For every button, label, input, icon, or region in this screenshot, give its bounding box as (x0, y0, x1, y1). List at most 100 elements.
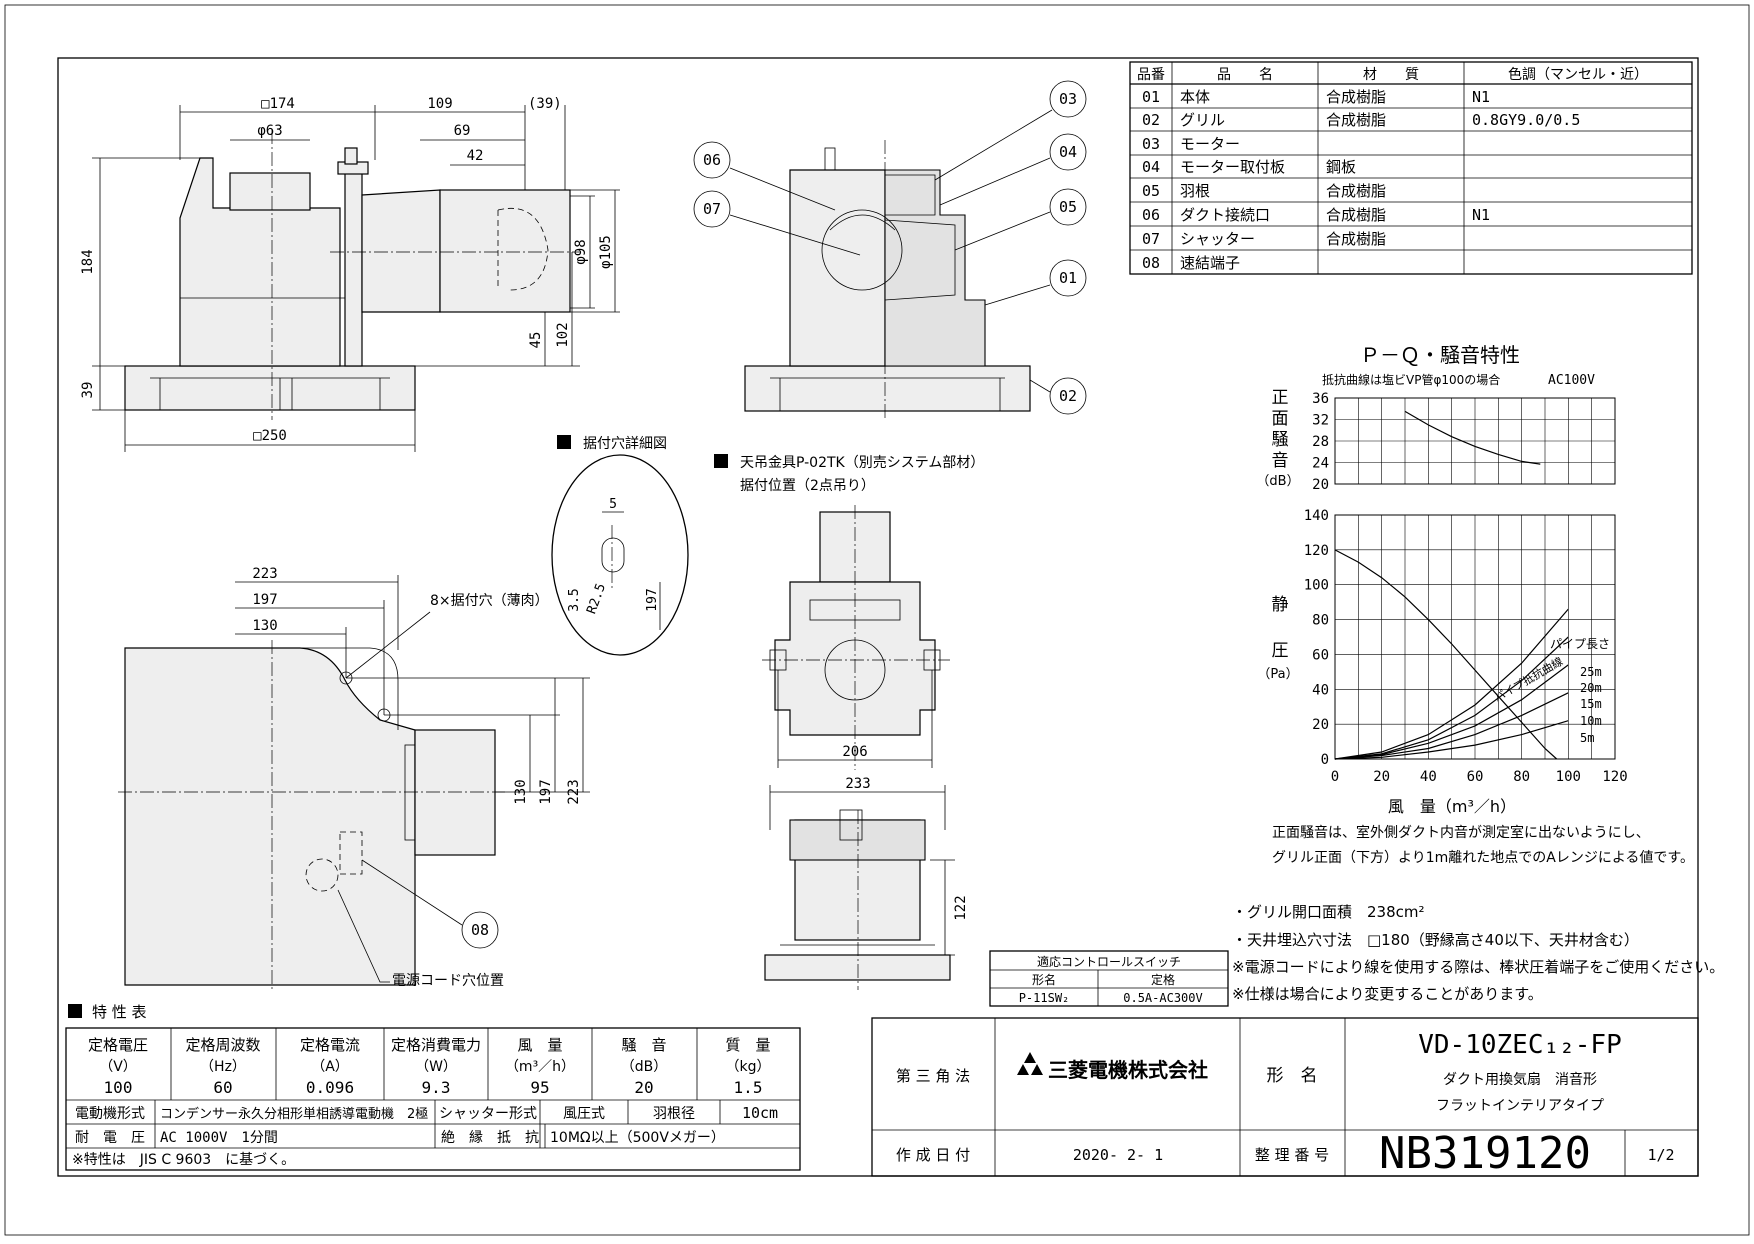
chart-xlabel: 風 量（m³／h） (1388, 797, 1516, 816)
parts-cell: 速結端子 (1180, 254, 1240, 272)
insulation-label: 絶 縁 抵 抗 (441, 1130, 539, 1146)
note-grille-area: ・グリル開口面積 238cm² (1232, 903, 1425, 921)
dim-69: 69 (454, 123, 471, 139)
spec-value: 95 (530, 1078, 549, 1097)
noise-curve (1404, 410, 1541, 465)
mounting-hole-detail: 据付穴詳細図 5 3.5 R2.5 197 (551, 435, 689, 656)
noise-label-char: 騒 (1272, 430, 1289, 450)
spec-unit: （A） (311, 1059, 349, 1075)
note-spec-change: ※仕様は場合により変更することがあります。 (1232, 985, 1543, 1003)
spec-header: 質 量 (725, 1036, 770, 1054)
spec-header: 風 量 (517, 1036, 562, 1054)
cord-hole-label: 電源コード穴位置 (392, 973, 504, 989)
spec-header: 定格消費電力 (391, 1036, 481, 1054)
switch-header-model: 形名 (1032, 972, 1056, 987)
mitsubishi-logo-icon (1017, 1052, 1043, 1075)
switch-rating: 0.5A-AC300V (1123, 991, 1202, 1005)
parts-cell: N1 (1472, 206, 1490, 224)
spec-header: 定格電圧 (88, 1036, 148, 1054)
noise-label-char: 正 (1272, 388, 1289, 408)
parts-cell: 羽根 (1180, 182, 1210, 200)
withstand-voltage-value: AC 1000V 1分間 (160, 1130, 278, 1146)
parts-header-no: 品番 (1137, 67, 1165, 83)
hanger-views: 天吊金具P-02TK（別売システム部材） 据付位置（2点吊り） 206 233 … (714, 454, 984, 990)
dim-45: 45 (528, 332, 544, 349)
withstand-voltage-label: 耐 電 圧 (75, 1130, 145, 1146)
pipe-curve-label: パイプ抵抗曲線 (1492, 654, 1566, 705)
motor-value: コンデンサー永久分相形単相誘導電動機 2極 (160, 1106, 428, 1122)
noise-label-char: 音 (1272, 451, 1289, 471)
pressure-tick-label: 20 (1312, 717, 1329, 733)
model-label: 形 名 (1267, 1066, 1318, 1086)
noise-note-2: グリル正面（下方）より1m離れた地点でのAレンジによる値です。 (1272, 849, 1694, 866)
parts-cell: 06 (1142, 206, 1160, 224)
parts-cell: 合成樹脂 (1326, 182, 1386, 200)
pipe-length-25m: 25m (1580, 665, 1602, 679)
parts-cell: ダクト接続口 (1180, 206, 1270, 224)
spec-value: 9.3 (422, 1078, 451, 1097)
parts-cell: 合成樹脂 (1326, 88, 1386, 106)
callout-06: 06 (703, 151, 721, 169)
parts-cell: 04 (1142, 158, 1160, 176)
noise-tick-label: 20 (1312, 477, 1329, 493)
noise-label-char: 面 (1272, 409, 1289, 429)
pressure-label-2: 圧 (1272, 641, 1289, 661)
pq-curve (1334, 549, 1558, 760)
spec-header: 定格周波数 (185, 1036, 260, 1054)
parts-cell: シャッター (1180, 230, 1255, 248)
reference-number: NB319120 (1379, 1128, 1591, 1179)
spec-unit: （V） (99, 1059, 137, 1075)
noise-axis-ticks: 36 32 28 24 20 (1312, 391, 1329, 493)
noise-tick-label: 28 (1312, 434, 1329, 450)
plan-view-drawing: 223 197 130 8×据付穴（薄肉） 130 197 223 08 電源コ… (118, 566, 590, 992)
front-view-drawing: □174 109 (39) φ63 69 42 184 39 φ98 φ105 … (80, 96, 620, 452)
parts-cell: 合成樹脂 (1326, 206, 1386, 224)
hanger-dim-233: 233 (845, 776, 870, 792)
callout-05: 05 (1059, 198, 1077, 216)
spec-value: 60 (213, 1078, 232, 1097)
dim-102: 102 (555, 322, 571, 347)
blade-value: 10cm (742, 1104, 778, 1122)
switch-table: 適応コントロールスイッチ 形名 定格 P-11SW₂ 0.5A-AC300V (989, 950, 1229, 1007)
parts-cell: 08 (1142, 254, 1160, 272)
parts-cell: 01 (1142, 88, 1160, 106)
dim-42: 42 (467, 148, 484, 164)
parts-cell: 05 (1142, 182, 1160, 200)
model-number: VD-10ZEC₁₂-FP (1418, 1030, 1622, 1060)
parts-cell: 07 (1142, 230, 1160, 248)
shutter-value: 風圧式 (563, 1106, 605, 1122)
flow-tick-label: 20 (1373, 769, 1390, 785)
hanger-title-1: 天吊金具P-02TK（別売システム部材） (740, 455, 984, 471)
company-name: 三菱電機株式会社 (1048, 1058, 1208, 1082)
switch-header-rating: 定格 (1151, 972, 1175, 987)
flow-tick-label: 100 (1556, 769, 1581, 785)
parts-cell: 02 (1142, 111, 1160, 129)
pipe-curve-5m (1334, 720, 1569, 760)
noise-tick-label: 24 (1312, 456, 1329, 472)
dim-39-paren: (39) (528, 96, 562, 112)
date-label: 作 成 日 付 (896, 1146, 970, 1164)
noise-note-1: 正面騒音は、室外側ダクト内音が測定室に出ないようにし、 (1272, 824, 1650, 841)
pressure-tick-label: 60 (1312, 647, 1329, 663)
pipe-length-5m: 5m (1580, 731, 1594, 745)
parts-cell: 合成樹脂 (1326, 230, 1386, 248)
dim-174: □174 (261, 96, 295, 112)
noise-tick-label: 32 (1312, 413, 1329, 429)
callout-01: 01 (1059, 269, 1077, 287)
flow-tick-label: 60 (1467, 769, 1484, 785)
reference-number-label: 整 理 番 号 (1255, 1146, 1329, 1164)
dim-109: 109 (427, 96, 452, 112)
outer-border (4, 4, 1750, 1236)
noise-tick-label: 36 (1312, 391, 1329, 407)
pipe-length-label: パイプ長さ (1550, 637, 1610, 651)
insulation-value: 10MΩ以上（500Vメガー） (550, 1130, 725, 1146)
parts-table: 品番 品 名 材 質 色調（マンセル・近） 01 本体 合成樹脂 N1 02 グ… (1129, 61, 1693, 275)
detail-dim-197: 197 (645, 588, 660, 611)
flow-tick-label: 0 (1331, 769, 1339, 785)
parts-cell: 鋼板 (1326, 158, 1356, 176)
pressure-tick-label: 120 (1304, 543, 1329, 559)
dim-phi98: φ98 (573, 239, 589, 264)
shutter-label: シャッター形式 (439, 1106, 537, 1122)
parts-header-material: 材 質 (1363, 67, 1419, 83)
